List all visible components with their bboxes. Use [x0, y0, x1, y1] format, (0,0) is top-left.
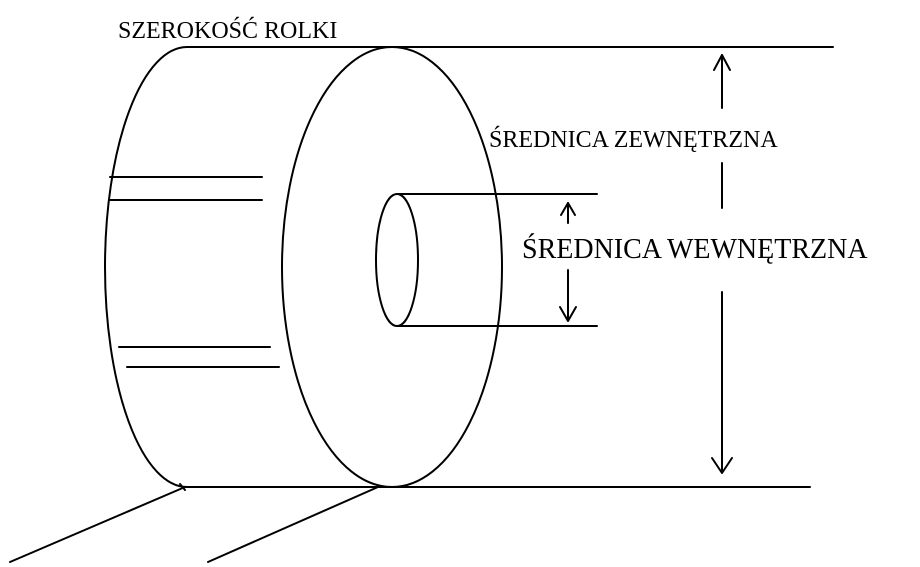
paper-web-right-edge	[207, 486, 379, 563]
outer-diameter-arrowhead-top	[713, 54, 731, 71]
outer-diameter-label: ŚREDNICA ZEWNĘTRZNA	[489, 126, 778, 153]
inner-diameter-arrowhead-top	[560, 202, 576, 216]
paper-web-left-edge	[9, 486, 186, 563]
roll-width-label: SZEROKOŚĆ ROLKI	[118, 17, 337, 44]
roll-back-face-arc	[104, 46, 188, 488]
outer-diameter-arrowhead-bottom	[711, 457, 733, 474]
roll-front-face	[281, 46, 503, 488]
roll-core-hole	[375, 193, 419, 327]
paper-web-left-lip	[179, 483, 186, 491]
inner-diameter-arrowhead-bottom	[559, 306, 577, 322]
inner-diameter-label: ŚREDNICA WEWNĘTRZNA	[522, 234, 868, 265]
